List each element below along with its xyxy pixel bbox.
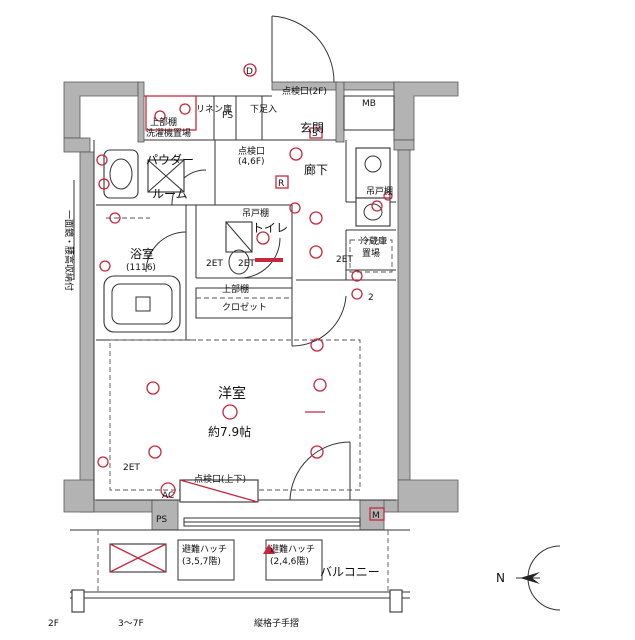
sentaku-label: 洗濯機置場 [146, 127, 191, 139]
reizoko-label-1: 冷蔵庫 [360, 235, 387, 247]
genkan-label: 玄関 [300, 120, 324, 135]
tenken-46f-sub-label: (4,6F) [238, 157, 265, 167]
et-label-2: 2ET [238, 259, 255, 269]
tenken-joge-label: 点検口(上下) [194, 473, 246, 485]
d-mark-label: D [246, 67, 253, 77]
tategoshi-label: 縦格子手摺 [254, 617, 299, 629]
ps-top-label: PS [222, 111, 233, 121]
powder-label-1: パウダー [146, 152, 194, 167]
side-note: 一面鏡・腰高収納付 [63, 180, 75, 291]
ac-label: AC [162, 491, 174, 501]
et-label-4: 2ET [206, 259, 223, 269]
ps-bottom-label: PS [156, 515, 167, 525]
et-label-3: 2ET [336, 255, 353, 265]
floor-3-7f-label: 3〜7F [118, 619, 144, 629]
closet-label: クロゼット [222, 301, 267, 313]
balcony-label: バルコニー [320, 565, 380, 579]
tsuridana-right-label: 吊戸棚 [366, 185, 393, 197]
r-box-label: R [278, 179, 284, 189]
fixtures [70, 147, 410, 613]
hinan-hatch-1-floors: (3,5,7階) [182, 556, 221, 567]
compass: N [496, 545, 561, 611]
hinan-hatch-1-label: 避難ハッチ [182, 543, 227, 555]
mb-label: MB [362, 99, 376, 109]
linen-label: リネン庫 [196, 103, 232, 115]
floor-2f-label: 2F [48, 619, 59, 629]
shita-soku-label: 下足入 [250, 104, 277, 115]
tsuridana-left-label: 吊戸棚 [242, 207, 269, 219]
tenken-2f-label: 点検口(2F) [282, 85, 327, 97]
m-label: M [372, 511, 380, 521]
bath-label: 浴室 [130, 246, 154, 261]
yoshitsu-label: 洋室 [218, 385, 246, 402]
jobu-dana-label: 上部棚 [222, 283, 249, 295]
walls [63, 81, 459, 531]
yoshitsu-size-label: 約7.9帖 [208, 424, 251, 439]
toilet-label: トイレ [252, 221, 288, 235]
room-labels: 玄関 下足入 PS MB リネン庫 パウダー ルーム 廊下 トイレ 浴室 (11… [126, 99, 380, 579]
annotation-labels: 点検口(2F) 点検口 (4,6F) 点検口(上下) 上部棚 洗濯機置場 吊戸棚… [48, 67, 393, 629]
compass-n-label: N [496, 571, 505, 585]
s-box-label: S [312, 129, 318, 139]
reizoko-label-2: 置場 [362, 247, 380, 259]
et-label-1: 2ET [123, 463, 140, 473]
powder-label-2: ルーム [152, 187, 188, 201]
electrical-marks [96, 63, 393, 554]
hinan-hatch-2-label: 避難ハッチ [270, 543, 315, 555]
bath-size-label: (1116) [126, 263, 156, 273]
kamidana-sentaku-label: 上部棚 [150, 116, 177, 128]
side-note-label: 一面鏡・腰高収納付 [63, 210, 75, 291]
tenken-46f-label: 点検口 [238, 145, 265, 157]
roka-label: 廊下 [304, 162, 328, 177]
hinan-hatch-2-floors: (2,4,6階) [270, 556, 309, 567]
et-label-5: 2 [368, 293, 374, 303]
